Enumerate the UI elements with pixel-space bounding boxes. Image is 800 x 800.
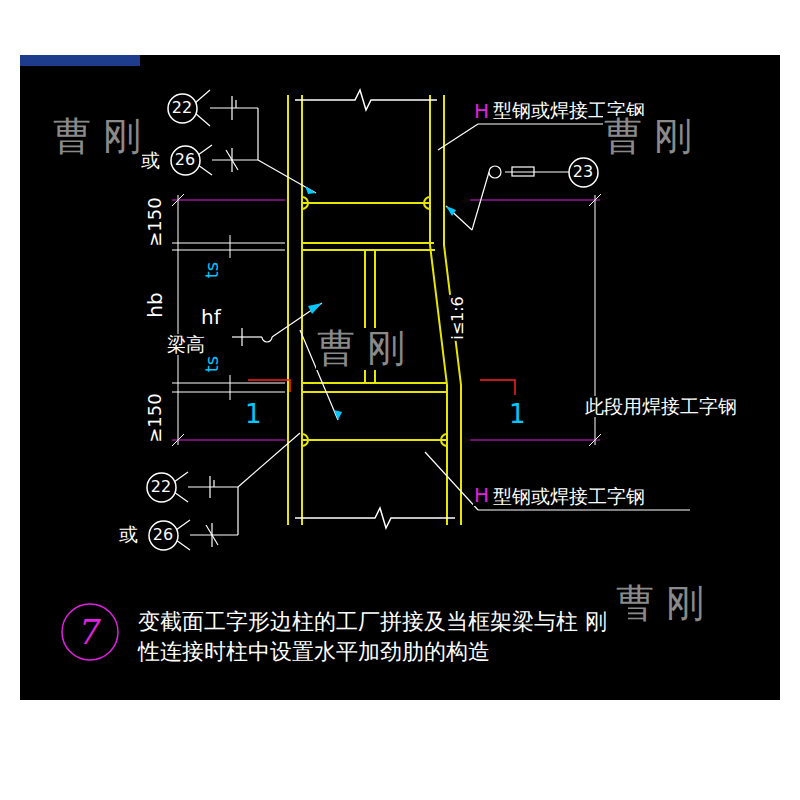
thickness-symbol: ts: [202, 355, 222, 373]
slope-note: i≤1:6: [449, 295, 467, 341]
steel-type-mark: H: [473, 100, 490, 122]
callout-circle: 26: [170, 145, 201, 176]
callout-number: 22: [151, 479, 171, 495]
callout-number: 23: [573, 164, 593, 180]
figure-number-circle: 7: [61, 603, 119, 661]
section-mark: 1: [244, 400, 263, 429]
callout-circle: 22: [146, 472, 177, 503]
callout-circle: 26: [148, 520, 179, 551]
beam-depth-label: 梁高: [166, 334, 206, 355]
dimension-text: ≥150: [145, 196, 165, 247]
section-mark: 1: [508, 400, 527, 429]
segment-note: 此段用焊接工字钢: [584, 396, 738, 417]
callout-circle: 22: [167, 93, 198, 124]
watermark: 曹 刚: [316, 328, 406, 370]
figure-caption: 变截面工字形边柱的工厂拼接及当框架梁与柱 刚性连接时柱中设置水平加劲肋的构造: [138, 607, 628, 666]
callout-number: 26: [153, 527, 173, 543]
callout-circle: 23: [568, 157, 599, 188]
callout-number: 22: [172, 100, 192, 116]
watermark: 曹 刚: [603, 116, 693, 158]
or-word: 或: [140, 150, 161, 171]
watermark: 曹 刚: [615, 583, 705, 625]
material-note: 型钢或焊接工字钢: [492, 486, 646, 507]
steel-type-mark: H: [473, 484, 490, 506]
or-word: 或: [118, 524, 139, 545]
callout-number: 26: [175, 152, 195, 168]
dimension-symbol: hb: [144, 291, 166, 318]
weld-size-symbol: hf: [200, 306, 222, 328]
callout-number: 7: [79, 615, 101, 649]
watermark: 曹 刚: [52, 116, 142, 158]
dimension-text: ≥150: [145, 392, 165, 443]
thickness-symbol: ts: [202, 261, 222, 279]
